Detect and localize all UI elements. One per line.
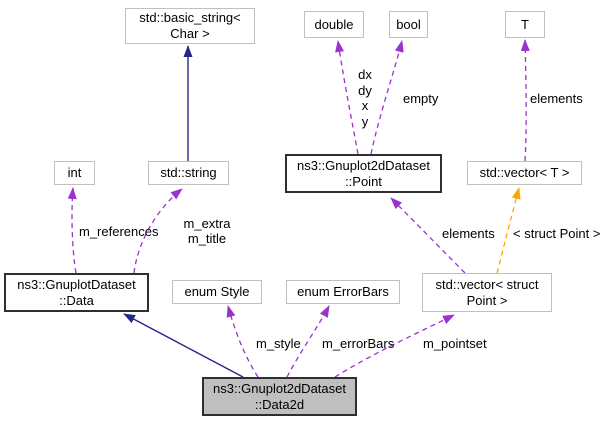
class-node-bool[interactable]: bool (389, 11, 428, 38)
class-name: ::Point (345, 173, 382, 189)
class-name: int (67, 165, 82, 180)
class-node-std-vector-struct-point[interactable]: std::vector< struct Point > (422, 273, 552, 312)
class-name: ns3::GnuplotDataset (17, 276, 136, 292)
edge-label-dy: dy (358, 82, 372, 98)
class-name: double (314, 16, 354, 32)
edge-label-elements-mid: elements (442, 226, 495, 241)
class-node-gnuplotdataset-data[interactable]: ns3::GnuplotDataset ::Data (4, 273, 149, 312)
edge-label-m-references: m_references (79, 224, 159, 239)
class-node-int[interactable]: int (54, 161, 95, 185)
class-name: enum Style (184, 284, 250, 299)
class-node-enum-errorbars[interactable]: enum ErrorBars (286, 280, 400, 304)
class-name: ns3::Gnuplot2dDataset (297, 157, 430, 173)
class-name: std::vector< T > (479, 165, 570, 180)
edge-label-m-pointset: m_pointset (423, 336, 487, 351)
class-node-enum-style[interactable]: enum Style (172, 280, 262, 304)
class-name: T (521, 16, 529, 32)
edge-label-y: y (361, 113, 369, 129)
class-node-gnuplot2ddataset-data2d[interactable]: ns3::Gnuplot2dDataset ::Data2d (202, 377, 357, 416)
class-name: enum ErrorBars (297, 284, 389, 299)
edge-label-m-title: m_title (187, 231, 227, 246)
edge-label-template-args: < struct Point > (513, 226, 601, 241)
class-node-std-basic-string[interactable]: std::basic_string< Char > (125, 8, 255, 44)
class-name: Char > (170, 26, 210, 41)
class-name: std::basic_string< (139, 10, 241, 25)
class-node-std-vector-t[interactable]: std::vector< T > (467, 161, 582, 185)
class-name: ::Data (59, 292, 94, 308)
class-node-t[interactable]: T (505, 11, 545, 38)
class-name: std::vector< struct (435, 276, 539, 292)
edge-label-m-style: m_style (256, 336, 301, 351)
edge-label-dx: dx (358, 67, 372, 82)
class-name: ns3::Gnuplot2dDataset (213, 380, 346, 396)
edge-label-empty: empty (403, 91, 439, 106)
class-name: ::Data2d (254, 396, 305, 412)
class-name: bool (396, 16, 421, 32)
class-name: Point > (466, 292, 508, 308)
class-node-std-string[interactable]: std::string (148, 161, 229, 185)
class-node-gnuplot2ddataset-point[interactable]: ns3::Gnuplot2dDataset ::Point (285, 154, 442, 193)
edge-label-m-extra: m_extra (183, 216, 231, 231)
class-name: std::string (160, 165, 217, 180)
edge-label-m-errorbars: m_errorBars (322, 336, 395, 351)
edge-label-x: x (361, 98, 369, 113)
class-node-double[interactable]: double (304, 11, 364, 38)
edge-label-elements-top: elements (530, 91, 583, 106)
